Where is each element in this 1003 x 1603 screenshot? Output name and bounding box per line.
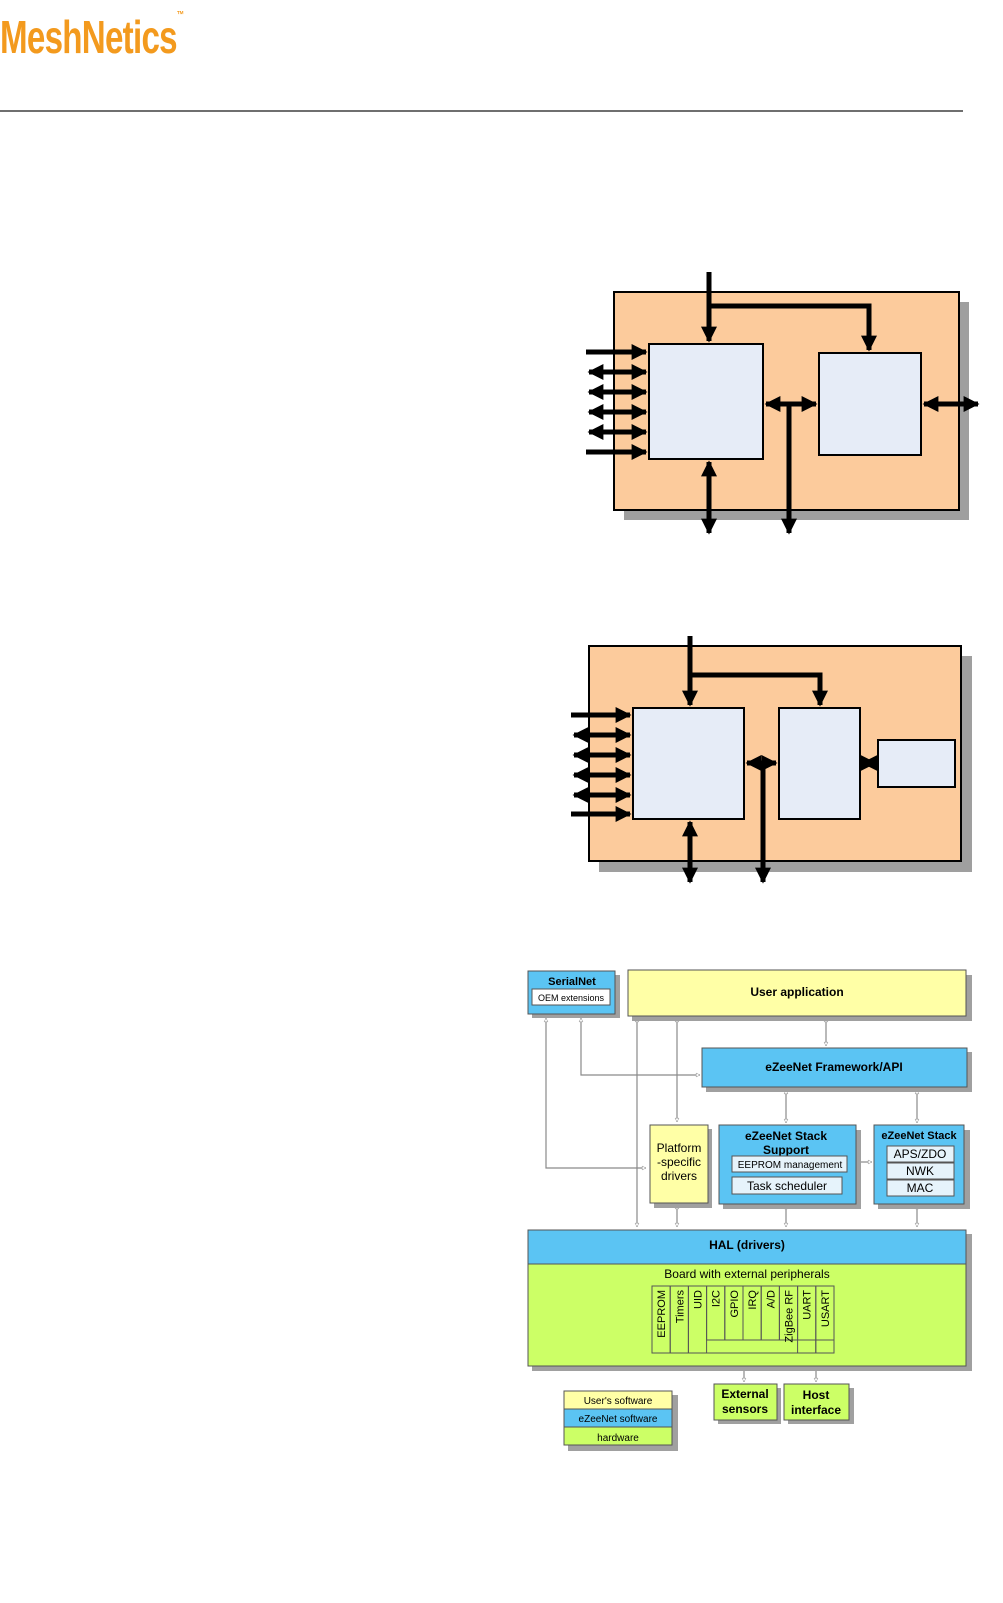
external-sensors-line1: External [721,1387,768,1401]
stack-title: eZeeNet Stack [881,1130,957,1142]
stack-layer-mac [886,1179,955,1197]
host-interface-line1: Host [803,1388,830,1402]
task-scheduler-label: Task scheduler [747,1179,827,1193]
framework-box [701,1047,968,1088]
peripheral-label: USART [820,1290,832,1327]
external-sensors-line2: sensors [722,1402,768,1416]
module-2-rf-block [778,707,861,820]
hal-box [527,1229,967,1265]
peripheral-cell [815,1285,835,1354]
peripheral-label: GPIO [729,1290,741,1318]
oem-extensions-label: OEM extensions [538,993,605,1003]
trademark-mark: ™ [176,10,184,21]
eeprom-management-label: EEPROM management [738,1160,843,1171]
legend-users-software: User's software [584,1396,653,1407]
legend-ezeenet-software: eZeeNet software [579,1414,658,1425]
stack-layer-aps-label: APS/ZDO [894,1147,947,1161]
host-interface-box [783,1383,850,1421]
software-stack-diagram: SerialNet OEM extensions User applicatio… [527,969,972,1451]
peripheral-label: IRQ [747,1290,759,1310]
stack-layer-mac-label: MAC [907,1181,934,1195]
board-label: Board with external peripherals [664,1267,829,1281]
platform-drivers-line1: Platform [657,1141,702,1155]
peripheral-label: UART [802,1290,814,1320]
module-diagram-1 [586,272,980,535]
module-diagram-2 [571,636,972,884]
external-sensors-box [713,1383,778,1421]
platform-drivers-line2: -specific [657,1155,701,1169]
stack-layer-nwk [886,1162,955,1180]
stack-connectors [546,1018,917,1382]
task-scheduler-box [731,1176,843,1195]
stack-layer-aps [886,1145,955,1163]
hal-label: HAL (drivers) [709,1238,785,1252]
eeprom-management-box [731,1155,848,1173]
peripheral-label: EEPROM [656,1290,668,1338]
framework-label: eZeeNet Framework/API [765,1060,902,1074]
peripheral-label: ZigBee RF [784,1290,796,1343]
stack-support-title-2: Support [763,1143,809,1157]
platform-drivers-line3: drivers [661,1169,697,1183]
logo-text: MeshNetics [0,11,178,63]
user-application-label: User application [750,985,843,999]
meshnetics-logo: MeshNetics™ [0,10,184,64]
user-application-box [627,969,967,1017]
module-2-top-arrow-b [690,672,829,707]
module-2-mcu-block [632,707,745,820]
legend-hardware: hardware [597,1433,639,1444]
peripheral-label: I2C [711,1290,723,1307]
legend-hardware-swatch [563,1426,673,1446]
peripheral-label: Timers [674,1290,686,1324]
oem-extensions-box [531,988,611,1006]
module-1-rf-block [818,352,922,456]
serialnet-title: SerialNet [548,976,596,988]
module-1-mcu-block [648,343,764,460]
color-legend: User's software eZeeNet software hardwar… [563,1390,678,1451]
peripheral-label: A/D [765,1290,777,1308]
header-rule [0,110,963,112]
peripheral-cells: EEPROM Timers UID I2C GPIO IRQ A/D ZigBee RF UAR… [651,1285,835,1354]
platform-drivers-box [649,1124,709,1204]
module-1-top-arrow-b [709,303,878,352]
module-2-antenna-block [877,739,956,788]
host-interface-line2: interface [791,1403,841,1417]
peripheral-label: UID [693,1290,705,1309]
stack-layer-nwk-label: NWK [906,1164,934,1178]
stack-support-title-1: eZeeNet Stack [745,1129,827,1143]
